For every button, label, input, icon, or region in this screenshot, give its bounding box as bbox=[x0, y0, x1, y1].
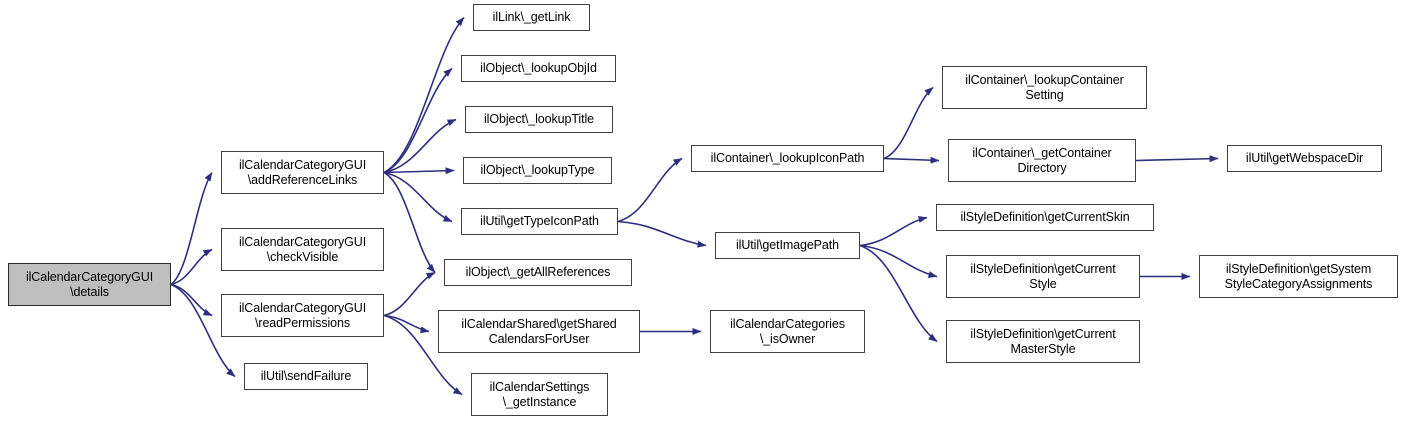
graph-node-label: ilObject\_getAllReferences bbox=[465, 265, 611, 280]
graph-edge-lookupIconPath-to-getContainerDirectory bbox=[883, 156, 940, 164]
graph-edge-details-to-sendFailure bbox=[170, 283, 236, 378]
graph-node-label: ilCalendarSettings \_getInstance bbox=[489, 380, 590, 409]
graph-edge-getTypeIconPath-to-getImagePath bbox=[617, 220, 707, 248]
graph-node-label: ilUtil\getImagePath bbox=[735, 238, 839, 253]
graph-node-getWebspaceDir[interactable]: ilUtil\getWebspaceDir bbox=[1227, 145, 1382, 172]
graph-edge-getImagePath-to-getCurrentMasterStyle bbox=[859, 244, 938, 343]
graph-node-lookupIconPath[interactable]: ilContainer\_lookupIconPath bbox=[691, 145, 884, 172]
graph-node-label: ilStyleDefinition\getSystem StyleCategor… bbox=[1224, 262, 1373, 291]
graph-edge-details-to-readPermissions bbox=[170, 283, 213, 317]
graph-node-label: ilCalendarCategoryGUI \readPermissions bbox=[238, 301, 367, 330]
graph-node-getLink[interactable]: ilLink\_getLink bbox=[473, 4, 590, 31]
edge-layer bbox=[170, 16, 1219, 396]
graph-edge-addReferenceLinks-to-lookupType bbox=[383, 167, 455, 175]
graph-node-label: ilStyleDefinition\getCurrentSkin bbox=[960, 210, 1130, 225]
graph-node-getTypeIconPath[interactable]: ilUtil\getTypeIconPath bbox=[461, 208, 618, 235]
graph-edge-readPermissions-to-getAllReferences bbox=[383, 271, 436, 317]
graph-edge-getImagePath-to-getCurrentStyle bbox=[859, 244, 938, 278]
graph-node-label: ilCalendarCategoryGUI \checkVisible bbox=[238, 235, 367, 264]
graph-edge-addReferenceLinks-to-getAllReferences bbox=[383, 171, 436, 274]
graph-node-getContainerDirectory[interactable]: ilContainer\_getContainer Directory bbox=[948, 139, 1136, 182]
graph-node-lookupObjId[interactable]: ilObject\_lookupObjId bbox=[461, 55, 616, 82]
graph-edge-readPermissions-to-getInstance bbox=[383, 314, 463, 396]
graph-node-label: ilContainer\_lookupIconPath bbox=[710, 151, 865, 166]
graph-edge-addReferenceLinks-to-getLink bbox=[383, 16, 465, 174]
graph-node-sendFailure[interactable]: ilUtil\sendFailure bbox=[244, 363, 368, 390]
graph-node-label: ilContainer\_lookupContainer Setting bbox=[965, 73, 1124, 102]
graph-node-checkVisible[interactable]: ilCalendarCategoryGUI \checkVisible bbox=[221, 228, 384, 271]
graph-node-getSharedCalendars[interactable]: ilCalendarShared\getShared CalendarsForU… bbox=[438, 310, 640, 353]
graph-node-label: ilUtil\getWebspaceDir bbox=[1245, 151, 1364, 166]
graph-node-label: ilCalendarCategoryGUI \addReferenceLinks bbox=[238, 158, 367, 187]
graph-node-label: ilStyleDefinition\getCurrent Style bbox=[970, 262, 1116, 291]
graph-node-label: ilCalendarCategoryGUI \details bbox=[25, 270, 154, 299]
graph-node-readPermissions[interactable]: ilCalendarCategoryGUI \readPermissions bbox=[221, 294, 384, 337]
graph-node-label: ilStyleDefinition\getCurrent MasterStyle bbox=[970, 327, 1116, 356]
graph-node-label: ilObject\_lookupTitle bbox=[484, 112, 594, 127]
graph-edge-getContainerDirectory-to-getWebspaceDir bbox=[1135, 155, 1219, 163]
graph-node-isOwner[interactable]: ilCalendarCategories \_isOwner bbox=[710, 310, 865, 353]
graph-edge-getImagePath-to-getCurrentSkin bbox=[859, 216, 928, 247]
graph-node-label: ilObject\_lookupObjId bbox=[480, 61, 597, 76]
graph-node-getCurrentMasterStyle[interactable]: ilStyleDefinition\getCurrent MasterStyle bbox=[946, 320, 1140, 363]
graph-node-label: ilLink\_getLink bbox=[492, 10, 571, 25]
graph-node-label: ilContainer\_getContainer Directory bbox=[972, 146, 1112, 175]
graph-edge-getTypeIconPath-to-lookupIconPath bbox=[617, 157, 683, 223]
graph-edge-addReferenceLinks-to-getTypeIconPath bbox=[383, 171, 453, 223]
graph-edge-details-to-addReferenceLinks bbox=[170, 172, 213, 286]
graph-edge-details-to-checkVisible bbox=[170, 248, 213, 286]
graph-node-getSystemStyleCategoryAssignments[interactable]: ilStyleDefinition\getSystem StyleCategor… bbox=[1199, 255, 1398, 298]
graph-node-label: ilCalendarCategories \_isOwner bbox=[730, 317, 845, 346]
graph-node-addReferenceLinks[interactable]: ilCalendarCategoryGUI \addReferenceLinks bbox=[221, 151, 384, 194]
graph-edge-addReferenceLinks-to-lookupTitle bbox=[383, 118, 457, 174]
graph-edge-addReferenceLinks-to-lookupObjId bbox=[383, 67, 453, 174]
graph-edge-lookupIconPath-to-lookupContainerSetting bbox=[883, 86, 934, 160]
graph-node-getImagePath[interactable]: ilUtil\getImagePath bbox=[715, 232, 860, 259]
graph-node-lookupType[interactable]: ilObject\_lookupType bbox=[463, 157, 612, 184]
graph-node-label: ilUtil\getTypeIconPath bbox=[480, 214, 599, 229]
graph-node-label: ilUtil\sendFailure bbox=[260, 369, 352, 384]
graph-node-lookupContainerSetting[interactable]: ilContainer\_lookupContainer Setting bbox=[942, 66, 1147, 109]
graph-node-getCurrentSkin[interactable]: ilStyleDefinition\getCurrentSkin bbox=[936, 204, 1154, 231]
graph-node-getAllReferences[interactable]: ilObject\_getAllReferences bbox=[444, 259, 632, 286]
graph-node-details[interactable]: ilCalendarCategoryGUI \details bbox=[8, 263, 171, 306]
graph-node-label: ilCalendarShared\getShared CalendarsForU… bbox=[461, 317, 617, 346]
graph-node-getCurrentStyle[interactable]: ilStyleDefinition\getCurrent Style bbox=[946, 255, 1140, 298]
graph-node-label: ilObject\_lookupType bbox=[480, 163, 595, 178]
graph-node-lookupTitle[interactable]: ilObject\_lookupTitle bbox=[465, 106, 613, 133]
graph-node-getInstance[interactable]: ilCalendarSettings \_getInstance bbox=[471, 373, 608, 416]
